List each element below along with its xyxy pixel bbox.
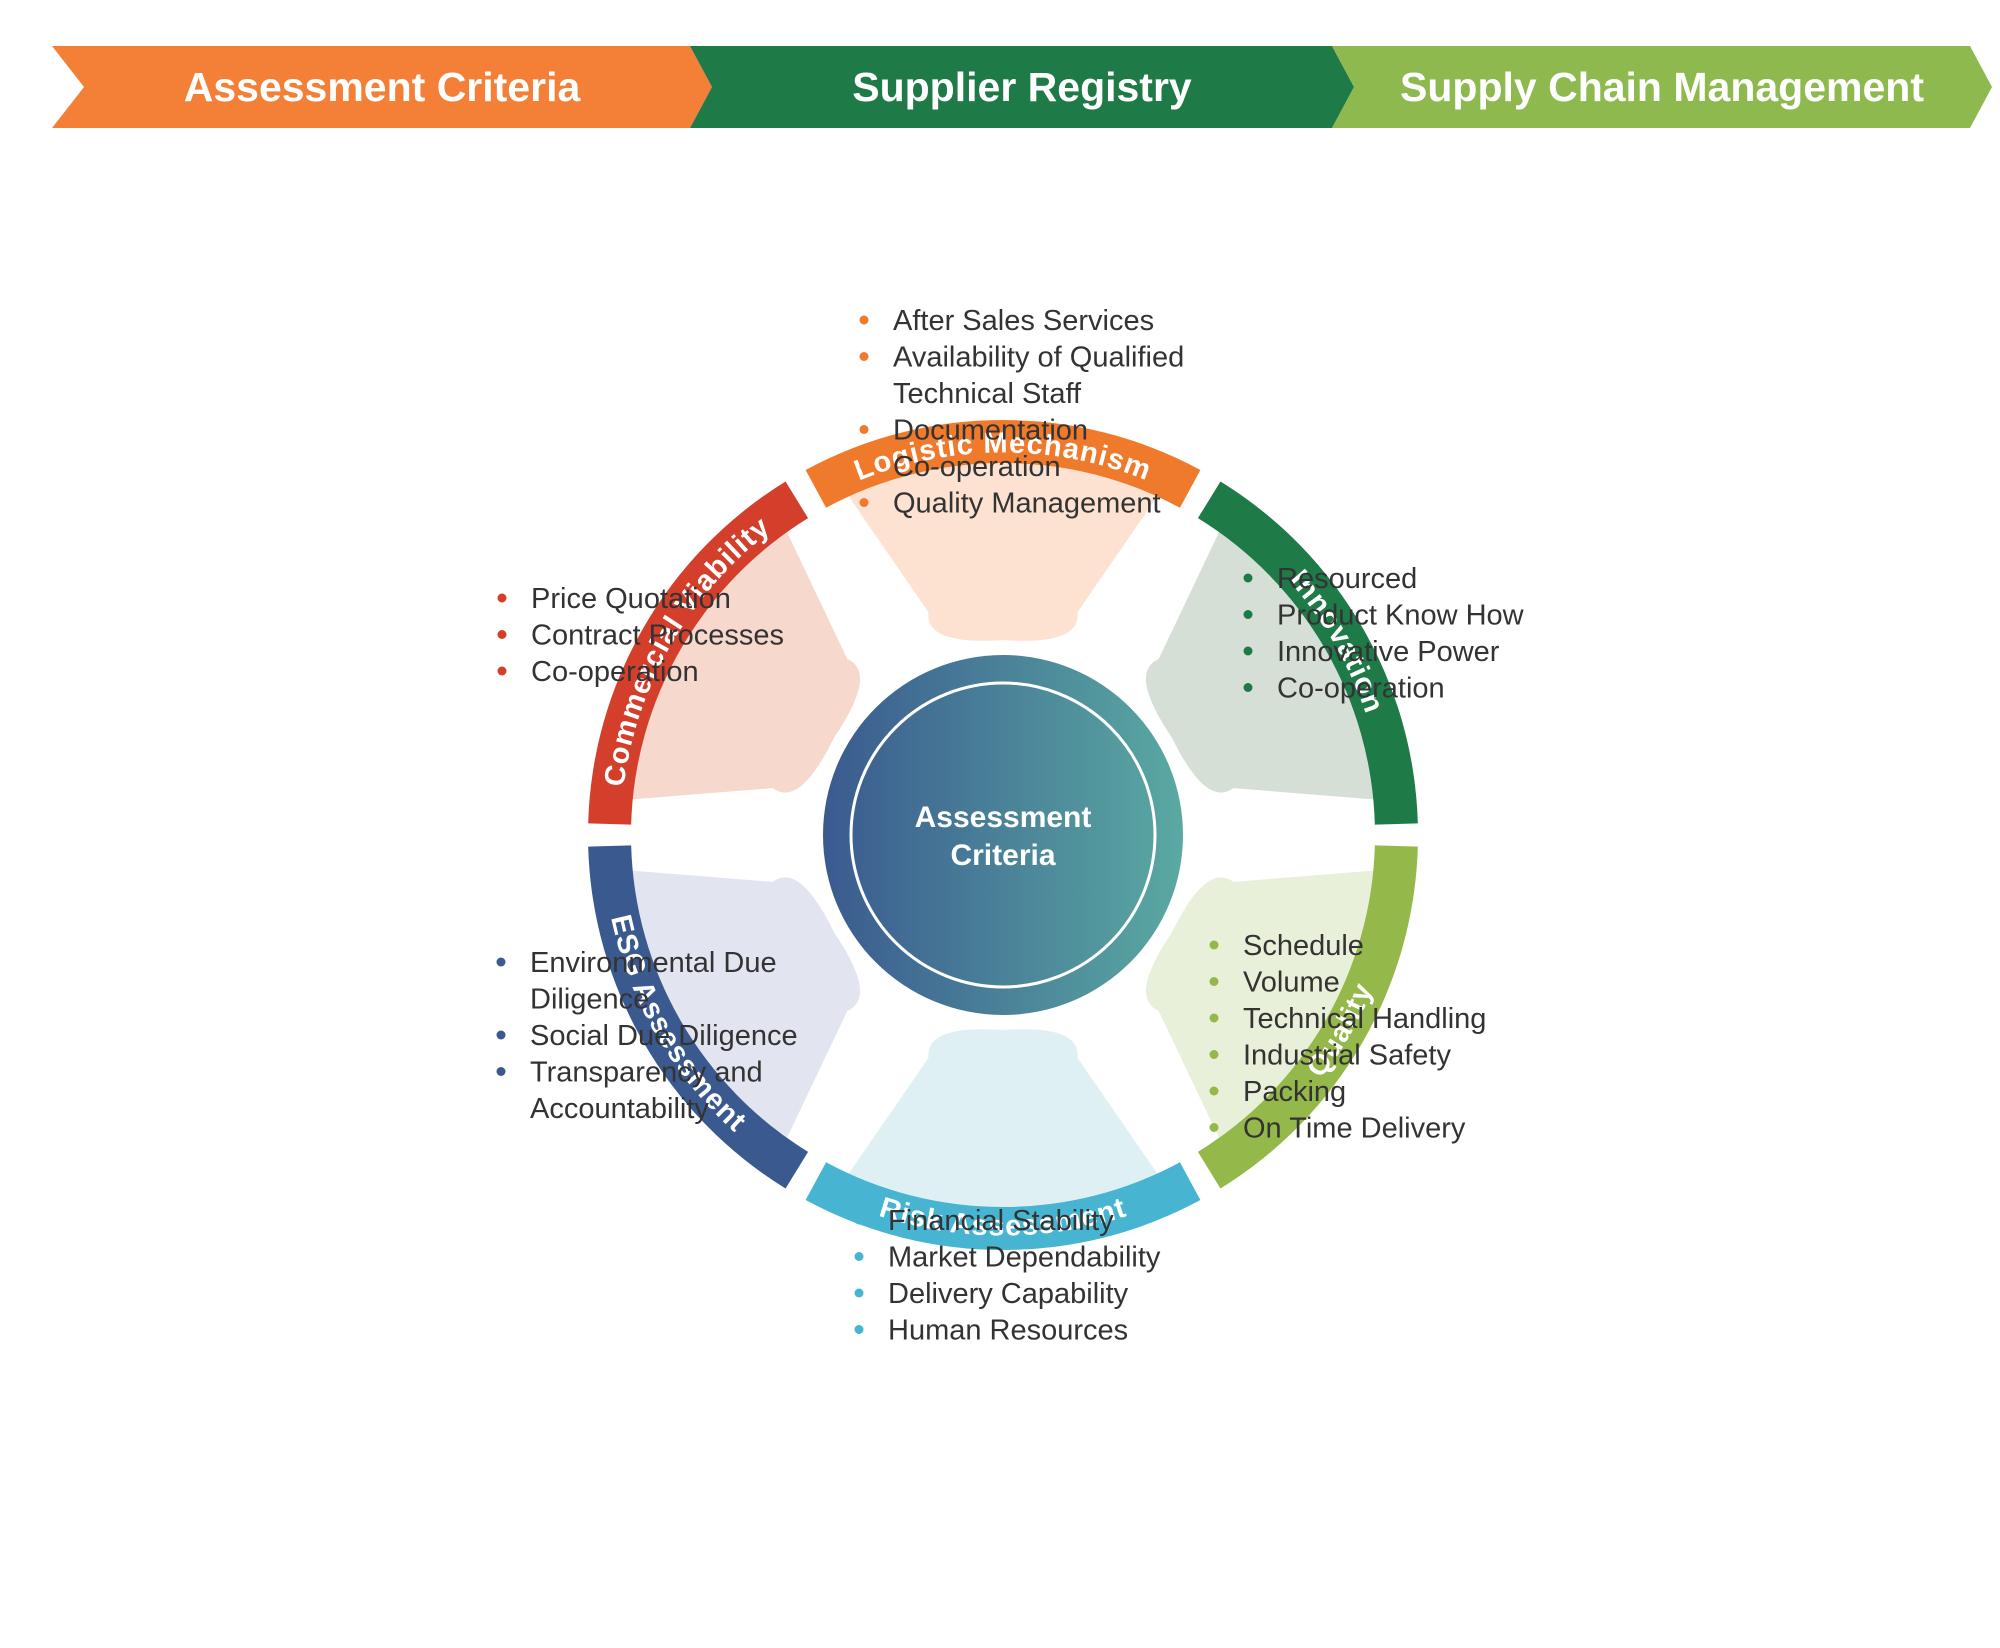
list-item: Co-operation	[1277, 673, 1445, 705]
chevron-assessment-criteria	[52, 46, 712, 128]
header-chevrons: Assessment Criteria Supplier Registry Supp…	[52, 46, 1992, 128]
list-item: After Sales Services	[893, 305, 1154, 337]
list-item: Product Know How	[1277, 600, 1525, 632]
list-item: Quality Management	[893, 488, 1161, 520]
list-item: Market Dependability	[888, 1242, 1161, 1274]
list-item: Environmental Due	[530, 947, 777, 979]
bullet-icon	[859, 352, 869, 361]
list-item: Technical Handling	[1243, 1003, 1486, 1035]
ring-quality	[1197, 845, 1418, 1189]
petal-esg-assessment	[632, 870, 861, 1138]
list-item: Resourced	[1277, 563, 1417, 595]
bullet-icon	[859, 498, 869, 507]
list-item: Human Resources	[888, 1315, 1128, 1347]
petal-risk-assessment	[848, 1029, 1158, 1207]
list-item: Co-operation	[531, 656, 699, 688]
bullet-icon	[859, 425, 869, 434]
petal-quality	[1145, 870, 1374, 1138]
petal-shapes	[632, 463, 1374, 1207]
ring-innovation	[1197, 481, 1418, 825]
ring-risk-assessment	[805, 1162, 1201, 1251]
outer-ring-arcs	[588, 419, 1418, 1251]
chevron-label: Supply Chain Management	[1400, 64, 1924, 110]
bullet-icon	[1209, 1123, 1219, 1132]
bullet-icon	[1243, 683, 1253, 692]
bullet-icon	[854, 1288, 864, 1298]
petal-innovation	[1145, 532, 1374, 800]
list-item: Innovative Power	[1277, 636, 1500, 668]
center-ring	[849, 681, 1157, 989]
list-item: Diligence	[530, 984, 649, 1016]
bullet-icon	[1243, 610, 1253, 619]
bullet-icon	[496, 1067, 506, 1076]
bullet-icon	[1209, 1086, 1219, 1096]
bullet-icon	[497, 630, 507, 639]
list-item: Financial Stability	[888, 1205, 1114, 1237]
list-item: Social Due Diligence	[530, 1020, 798, 1052]
bullet-icon	[1209, 940, 1219, 950]
center-label: Criteria	[950, 839, 1055, 872]
bullet-icon	[496, 957, 506, 967]
petal-commercial-viability	[632, 532, 861, 800]
bullet-icon	[854, 1252, 864, 1261]
list-item: Accountability	[530, 1093, 709, 1125]
bullet-icon	[1209, 977, 1219, 986]
petal-logistic-mechanism	[848, 463, 1158, 641]
list-item: Industrial Safety	[1243, 1040, 1451, 1072]
ring-esg-assessment	[588, 845, 809, 1189]
list-item: Documentation	[893, 415, 1088, 447]
bullet-icon	[854, 1325, 864, 1334]
ring-logistic-mechanism	[805, 419, 1201, 508]
bullet-icon	[497, 593, 507, 603]
list-item: Contract Processes	[531, 620, 784, 652]
chevron-label: Assessment Criteria	[184, 64, 582, 110]
bullet-icon	[1243, 573, 1253, 583]
bullet-icon	[497, 666, 507, 676]
list-item: Delivery Capability	[888, 1278, 1129, 1310]
list-item: Volume	[1243, 967, 1340, 999]
bullet-icon	[496, 1030, 506, 1040]
center-label: Assessment	[915, 801, 1092, 834]
chevron-label: Supplier Registry	[852, 64, 1192, 110]
list-item: Transparency and	[530, 1057, 763, 1089]
center-circle	[823, 655, 1183, 1015]
list-item: Availability of Qualified	[893, 342, 1184, 374]
list-item: Packing	[1243, 1076, 1346, 1108]
bullet-icon	[1209, 1013, 1219, 1023]
ring-commercial-viability	[588, 481, 809, 825]
bullet-icon	[1243, 646, 1253, 656]
list-item: Schedule	[1243, 930, 1364, 962]
chevron-supplier-registry	[690, 46, 1354, 128]
list-item: Price Quotation	[531, 583, 731, 615]
list-item: Co-operation	[893, 451, 1061, 483]
bullet-icon	[859, 461, 869, 471]
bullet-icon	[859, 315, 869, 325]
list-item: On Time Delivery	[1243, 1113, 1466, 1145]
list-item: Technical Staff	[893, 378, 1082, 410]
chevron-supply-chain-management	[1332, 46, 1992, 128]
bullet-icon	[854, 1215, 864, 1225]
bullet-icon	[1209, 1050, 1219, 1059]
